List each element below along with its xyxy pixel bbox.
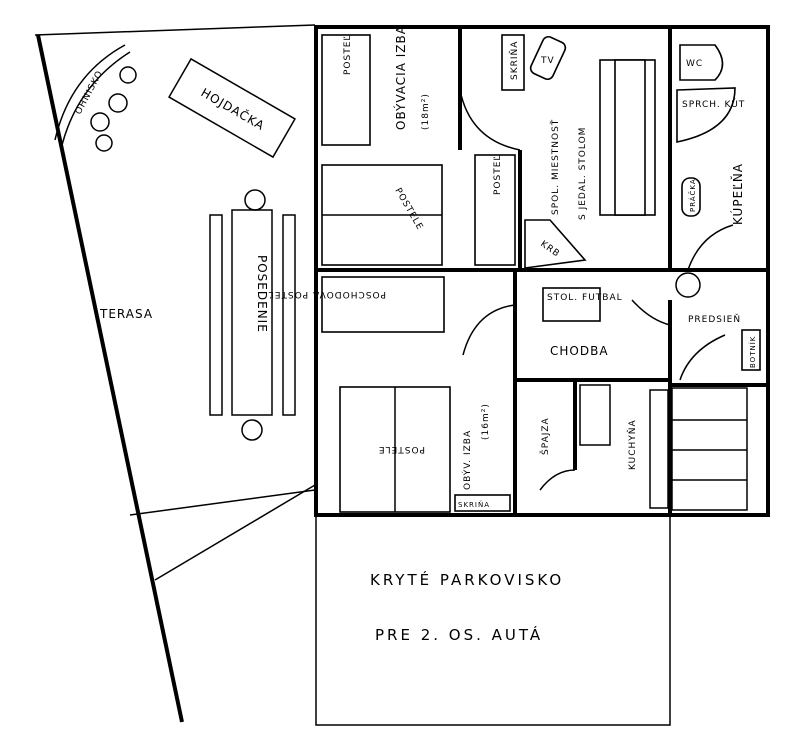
common-room: SPOL. MIESTNOSŤ S JEDAL. STOLOM KRB bbox=[524, 59, 656, 269]
parking: KRYTÉ PARKOVISKO PRE 2. OS. AUTÁ bbox=[315, 515, 671, 726]
washer-label: PRÁČKA bbox=[688, 178, 697, 212]
living-room-large-label: OBÝVACIA IZBA bbox=[393, 25, 408, 130]
pantry-label: ŠPAJZA bbox=[539, 417, 551, 455]
tv-label: TV bbox=[540, 56, 555, 66]
steps bbox=[671, 387, 748, 511]
shower-label: SPRCH. KÚT bbox=[682, 98, 745, 110]
living-room-small-area: (16m²) bbox=[481, 403, 491, 440]
common-room-label2: S JEDAL. STOLOM bbox=[578, 127, 588, 220]
terrace-edge bbox=[36, 34, 184, 723]
bathroom-label: KÚPEĽŇA bbox=[730, 163, 745, 225]
corridor-label: CHODBA bbox=[550, 344, 609, 358]
terrace-label: TERASA bbox=[99, 307, 153, 321]
shoe-rack-label: BOTNÍK bbox=[748, 336, 757, 368]
kitchen: KUCHYŇA bbox=[579, 384, 669, 509]
fire-pit-label: OHNISKO bbox=[74, 69, 106, 116]
swing: HOJDAČKA bbox=[168, 57, 296, 159]
hall-label: PREDSIEŇ bbox=[688, 314, 741, 325]
terrace: TERASA bbox=[34, 24, 316, 723]
bed-single-2-label: POSTEĽ bbox=[493, 155, 503, 195]
fire-pit: OHNISKO bbox=[54, 44, 137, 152]
living-room-large-area: (18m²) bbox=[421, 93, 431, 130]
beds-double-small-label: POSTELE bbox=[378, 444, 425, 454]
wardrobe-small-label: SKRIŇA bbox=[458, 500, 490, 509]
common-room-label: SPOL. MIESTNOSŤ bbox=[550, 119, 561, 215]
swing-label: HOJDAČKA bbox=[199, 85, 268, 134]
house-walls bbox=[314, 25, 770, 517]
bed-single-1-label: POSTEĽ bbox=[343, 35, 353, 75]
living-room-small-label: OBÝV. IZBA bbox=[461, 430, 473, 490]
seating: POSEDENIE bbox=[209, 189, 296, 441]
wc-label: WC bbox=[686, 59, 703, 69]
parking-label: KRYTÉ PARKOVISKO bbox=[370, 570, 564, 589]
wardrobe-label: SKRIŇA bbox=[509, 41, 520, 80]
parking-label2: PRE 2. OS. AUTÁ bbox=[375, 625, 543, 644]
kitchen-label: KUCHYŇA bbox=[627, 419, 638, 470]
pantry: ŠPAJZA bbox=[539, 417, 576, 491]
bunk-bed-label: POSCHODOVÁ POSTEĽ bbox=[268, 289, 386, 301]
seating-label: POSEDENIE bbox=[255, 255, 269, 333]
hall: PREDSIEŇ BOTNÍK bbox=[631, 272, 761, 381]
corridor: STOL. FUTBAL CHODBA bbox=[462, 287, 623, 358]
living-room-large: POSTEĽ POSTELE POSTEĽ OBÝVACIA IZBA (18m… bbox=[321, 25, 567, 266]
living-room-small: POSCHODOVÁ POSTEĽ POSTELE OBÝV. IZBA (16… bbox=[268, 276, 511, 513]
foosball-label: STOL. FUTBAL bbox=[547, 293, 623, 303]
bathroom: WC SPRCH. KÚT PRÁČKA KÚPEĽŇA bbox=[676, 44, 745, 271]
